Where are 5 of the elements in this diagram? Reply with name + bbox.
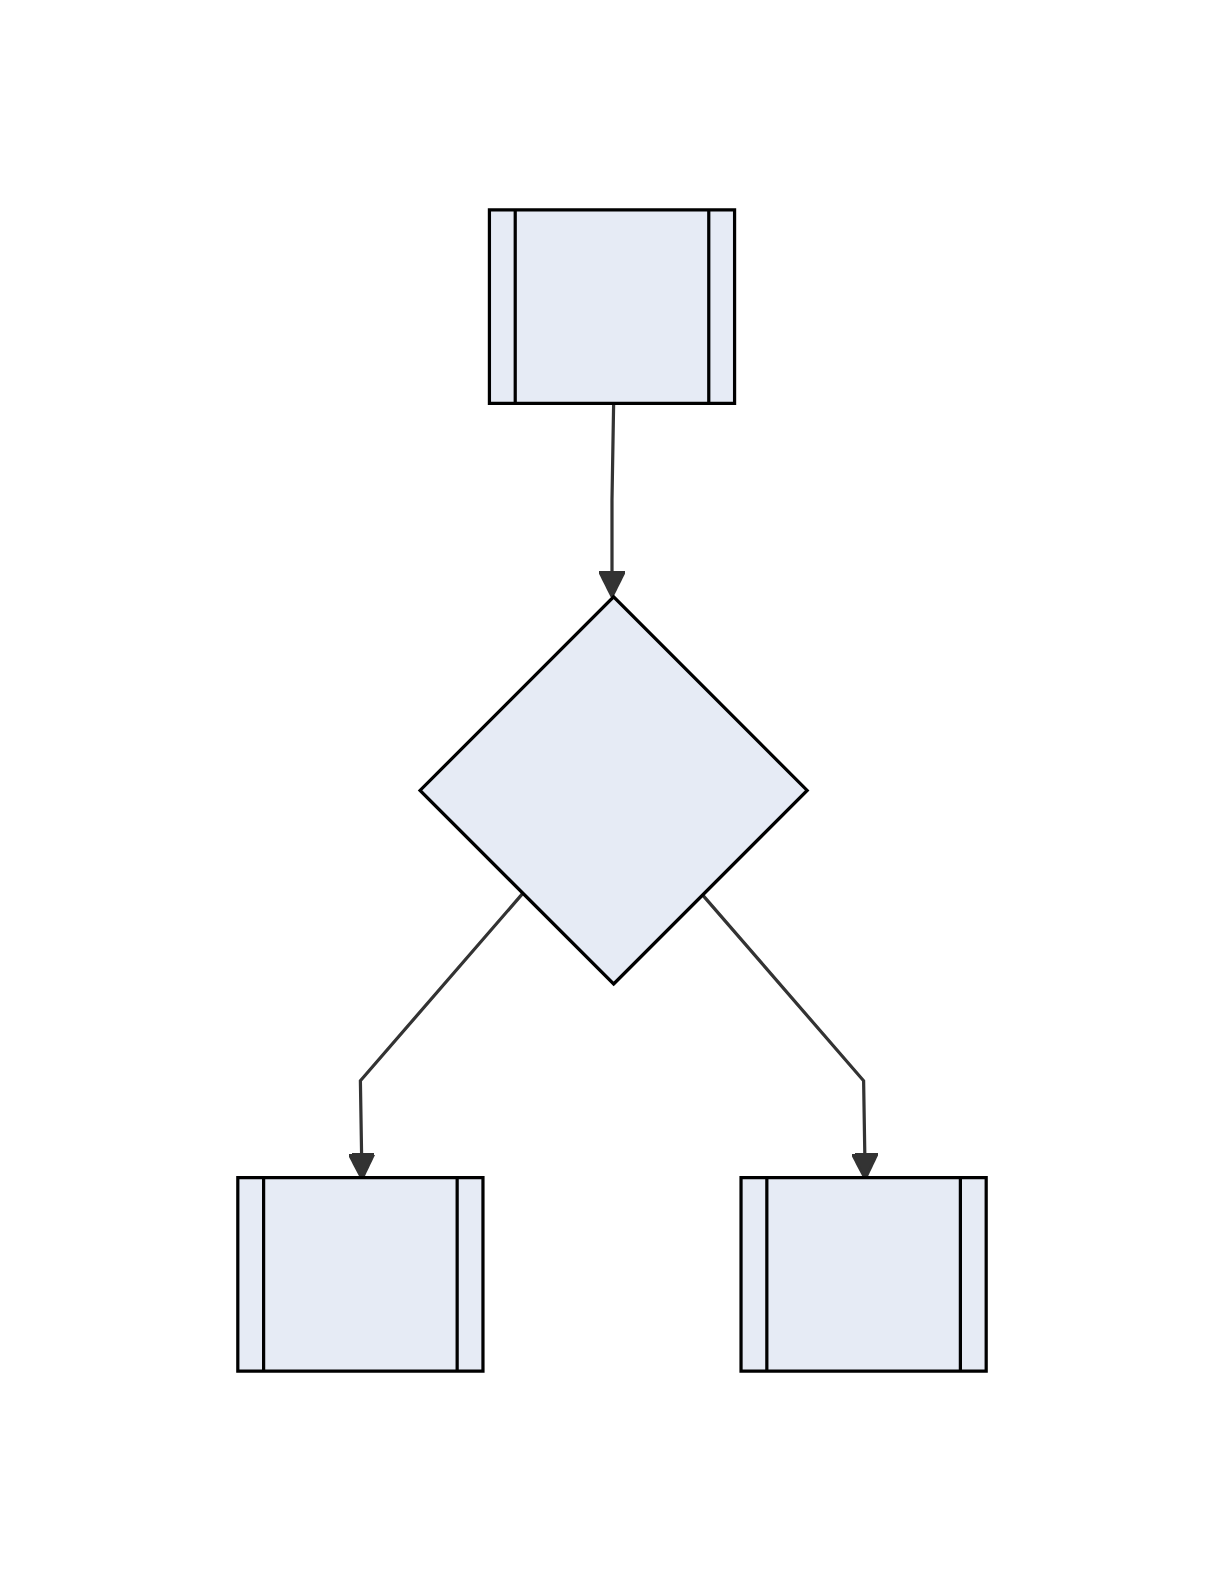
node-box xyxy=(739,1175,988,1373)
arrow xyxy=(597,404,627,598)
node-box xyxy=(487,207,737,405)
node-box xyxy=(236,1175,485,1373)
node-diamond xyxy=(417,594,810,986)
